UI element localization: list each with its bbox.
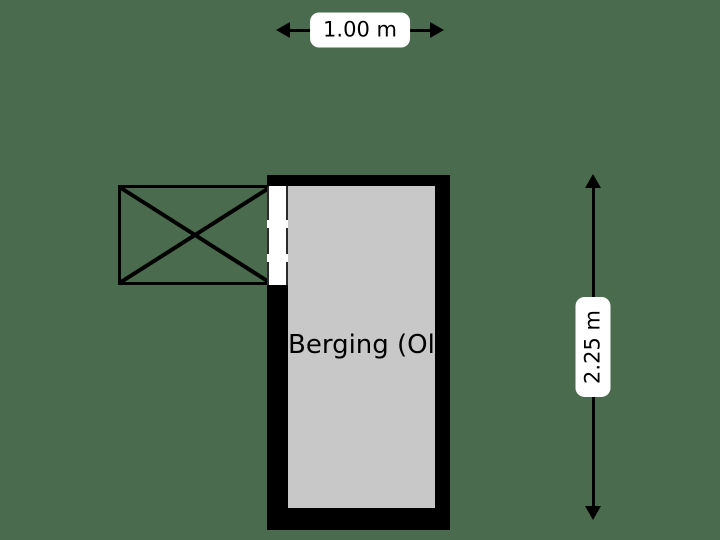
room-label: Berging (Ol <box>288 330 435 360</box>
door-jamb-mark <box>267 262 269 285</box>
door-jamb-mark <box>267 186 269 220</box>
cross-lines-icon <box>121 188 269 282</box>
door-jamb-mark <box>286 186 288 220</box>
room-interior: Berging (Ol <box>288 186 435 508</box>
dimension-width: 1.00 m <box>276 12 444 48</box>
dimension-width-label: 1.00 m <box>310 12 410 48</box>
door-jamb-mark <box>286 262 288 285</box>
door-jamb-mark <box>267 228 269 254</box>
arrow-right-icon <box>430 22 444 38</box>
arrow-up-icon <box>585 174 601 188</box>
dimension-depth-label: 2.25 m <box>575 297 611 397</box>
arrow-down-icon <box>585 506 601 520</box>
dimension-depth: 2.25 m <box>575 174 611 520</box>
arrow-left-icon <box>276 22 290 38</box>
sliding-door-opening <box>267 186 288 285</box>
door-jamb-mark <box>286 228 288 254</box>
crossed-rectangle-symbol <box>118 185 272 285</box>
